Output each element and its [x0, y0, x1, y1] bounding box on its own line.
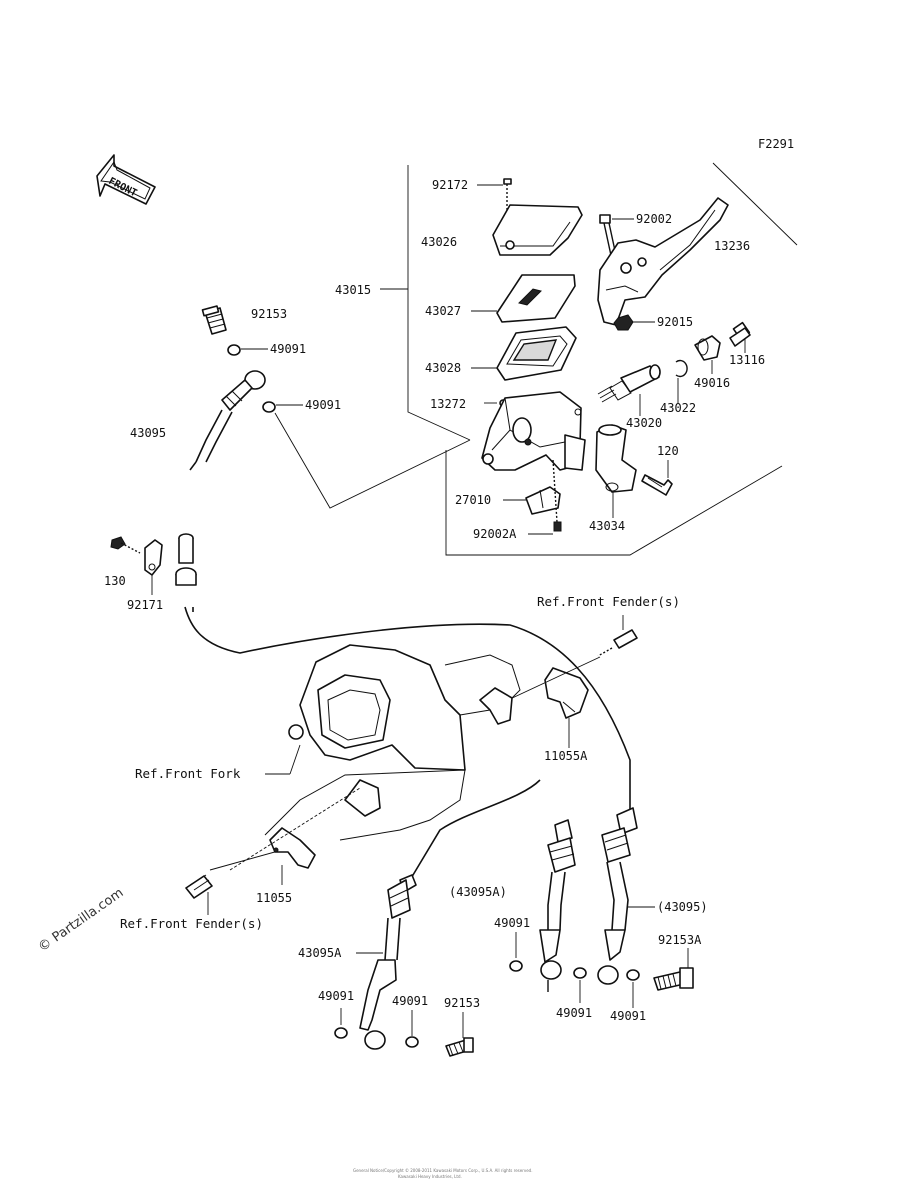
label-92002A: 92002A: [473, 527, 517, 541]
ref-front-fender-bottom: Ref.Front Fender(s): [120, 916, 263, 931]
label-49091-top-a: 49091: [270, 342, 306, 356]
label-43020: 43020: [626, 416, 662, 430]
bolt-120: [641, 474, 673, 496]
clip-92171: [144, 539, 163, 576]
washer-49091-m2: [573, 967, 587, 979]
label-92153-top: 92153: [251, 307, 287, 321]
watermark: © Partzilla.com: [36, 885, 127, 955]
figure-code: F2291: [758, 137, 794, 151]
washer-49091-top-a: [227, 344, 241, 356]
label-130: 130: [104, 574, 126, 588]
ref-front-fork: Ref.Front Fork: [135, 766, 241, 781]
label-49091-l2: 49091: [392, 994, 428, 1008]
label-13116: 13116: [729, 353, 765, 367]
label-43026: 43026: [421, 235, 457, 249]
circlip-43022: [675, 359, 688, 378]
label-92153-bottom: 92153: [444, 996, 480, 1010]
label-43095-paren: (43095): [657, 900, 708, 914]
master-cylinder-body: [481, 391, 586, 471]
label-92153A: 92153A: [658, 933, 702, 947]
label-43095A-paren: (43095A): [449, 885, 507, 899]
front-fork: [209, 644, 521, 871]
piston-43020: [597, 364, 661, 403]
washer-49091-m1: [509, 960, 523, 972]
label-49091-r: 49091: [610, 1009, 646, 1023]
bolt-130: [110, 536, 141, 554]
diaphragm-43028: [496, 326, 577, 381]
label-92172: 92172: [432, 178, 468, 192]
label-43095-top: 43095: [130, 426, 166, 440]
banjo-bolt-92153-top: [201, 305, 227, 335]
label-13272: 13272: [430, 397, 466, 411]
label-11055A: 11055A: [544, 749, 588, 763]
screw-92002A: [552, 459, 562, 532]
brake-hose-43095-top: [189, 370, 266, 471]
clamp-on-fork-bottom: [344, 779, 381, 817]
brake-hose-43095A-middle: [539, 819, 576, 992]
ref-front-fender-top: Ref.Front Fender(s): [537, 594, 680, 609]
washer-49091-l2: [405, 1036, 419, 1048]
label-120: 120: [657, 444, 679, 458]
assembly-frame: [380, 162, 798, 556]
washer-49091-l1: [334, 1027, 348, 1039]
bracket-11055: [269, 827, 316, 869]
clamp-27010: [525, 486, 561, 515]
label-11055: 11055: [256, 891, 292, 905]
clamp-on-fork-top: [479, 687, 513, 725]
holder-43034: [595, 424, 637, 493]
label-13236: 13236: [714, 239, 750, 253]
banjo-bolt-92153-bottom: [445, 1037, 474, 1057]
label-92002: 92002: [636, 212, 672, 226]
label-43015: 43015: [335, 283, 371, 297]
label-43095A: 43095A: [298, 946, 342, 960]
nut-92015: [613, 314, 634, 331]
label-43022: 43022: [660, 401, 696, 415]
hose-joint: [175, 533, 631, 815]
pin-13116: [729, 321, 751, 347]
label-92015: 92015: [657, 315, 693, 329]
brake-hose-43095A-lower: [359, 779, 541, 1050]
footer-line-2: Kawasaki Heavy Industries, Ltd.: [398, 1174, 462, 1179]
brake-lever-13236: [597, 197, 729, 326]
footer-line-1: General Notice/Copyright © 2008-2011 Kaw…: [353, 1168, 533, 1173]
label-43028: 43028: [425, 361, 461, 375]
label-92171: 92171: [127, 598, 163, 612]
reservoir-cap-43026: [492, 204, 583, 256]
label-49091-top-b: 49091: [305, 398, 341, 412]
label-49091-m1: 49091: [494, 916, 530, 930]
label-49016: 49016: [694, 376, 730, 390]
label-43027: 43027: [425, 304, 461, 318]
label-43034: 43034: [589, 519, 625, 533]
fender-bolt-bottom: [185, 874, 213, 899]
label-49091-l1: 49091: [318, 989, 354, 1003]
boot-49016: [694, 335, 721, 361]
front-arrow-icon: FRONT: [96, 154, 156, 205]
label-49091-m2: 49091: [556, 1006, 592, 1020]
fender-bolt-top: [597, 629, 638, 657]
label-27010: 27010: [455, 493, 491, 507]
banjo-bolt-92153A: [653, 967, 694, 991]
washer-49091-r: [626, 969, 640, 981]
plate-43027: [496, 274, 576, 323]
brake-hose-43095-right: [597, 807, 638, 985]
bracket-11055A: [544, 667, 589, 719]
washer-49091-top-b: [262, 401, 276, 413]
